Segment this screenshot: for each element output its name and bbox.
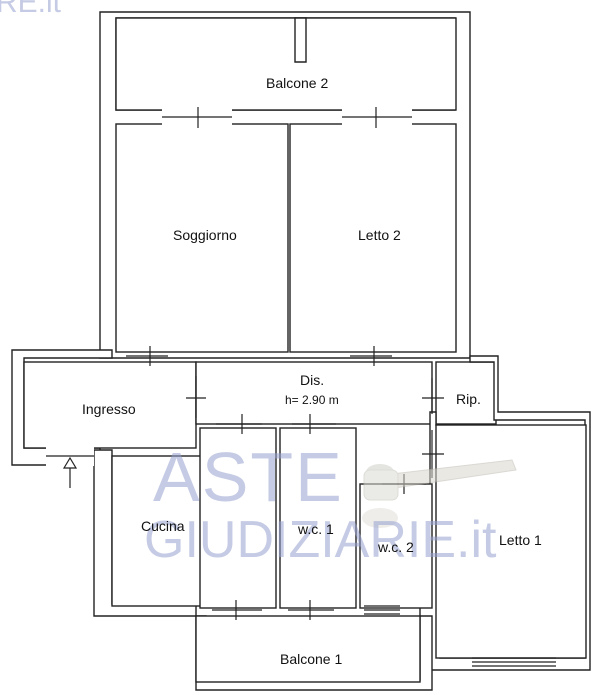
- room-label-ingresso: Ingresso: [82, 401, 136, 417]
- watermark-giudiziarie: GIUDIZIARIE.it: [144, 511, 497, 569]
- dis-frame: [195, 361, 433, 425]
- wc2-frame: [359, 483, 433, 609]
- ingresso-frame: [23, 361, 197, 449]
- room-label-wc2: w.c. 2: [378, 539, 414, 555]
- room-label-letto1: Letto 1: [499, 532, 542, 548]
- watermark-top-fragment: RE.it: [0, 0, 62, 19]
- room-label-cucina: Cucina: [141, 518, 185, 534]
- balcone2-frame: [115, 17, 457, 111]
- room-height-dis: h= 2.90 m: [285, 393, 339, 407]
- balcony-pillar: [294, 17, 307, 63]
- room-label-wc1: w.c. 1: [298, 521, 334, 537]
- room-label-balcone1: Balcone 1: [280, 651, 343, 667]
- entrance-arrow-icon: [62, 456, 78, 488]
- letto2-frame: [289, 123, 457, 353]
- room-label-dis: Dis.: [300, 372, 325, 388]
- soggiorno-frame: [115, 123, 289, 353]
- wc1-frame: [279, 427, 357, 609]
- cucina-right-frame: [199, 427, 277, 609]
- watermark-aste: ASTE: [153, 438, 344, 516]
- room-label-letto2: Letto 2: [358, 227, 401, 243]
- balcone1-frame: [195, 615, 421, 683]
- room-label-rip: Rip.: [456, 391, 481, 407]
- room-label-balcone2: Balcone 2: [266, 75, 329, 91]
- room-label-soggiorno: Soggiorno: [173, 227, 237, 243]
- rip-frame: [435, 361, 497, 425]
- gavel-icon: [362, 459, 517, 528]
